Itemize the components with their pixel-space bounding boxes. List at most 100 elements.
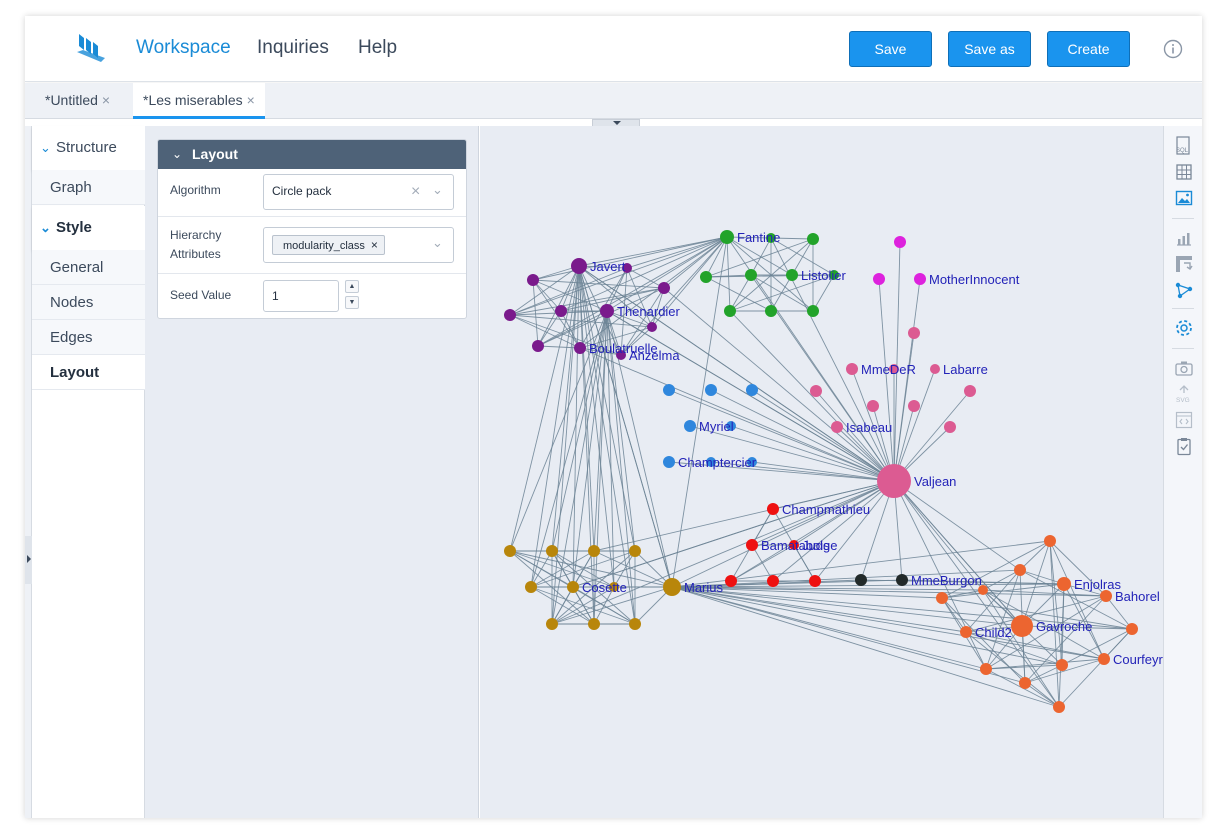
- close-icon[interactable]: ×: [246, 92, 255, 108]
- sidenav-item-graph[interactable]: Graph: [32, 170, 145, 205]
- code-icon[interactable]: [1174, 410, 1194, 430]
- graph-node[interactable]: [706, 457, 716, 467]
- close-icon[interactable]: ×: [101, 92, 111, 108]
- clear-icon[interactable]: ×: [411, 183, 421, 200]
- graph-node[interactable]: [978, 585, 988, 595]
- graph-node[interactable]: [747, 457, 757, 467]
- create-button[interactable]: Create: [1047, 31, 1130, 67]
- graph-node[interactable]: [908, 327, 920, 339]
- seed-input[interactable]: 1: [263, 280, 339, 312]
- graph-icon[interactable]: [1174, 280, 1194, 300]
- sidenav-item-edges[interactable]: Edges: [32, 320, 145, 355]
- graph-node[interactable]: [1053, 701, 1065, 713]
- layout-card-header[interactable]: ⌄ Layout: [158, 140, 466, 169]
- graph-node[interactable]: [616, 350, 626, 360]
- graph-node[interactable]: [894, 236, 906, 248]
- graph-node[interactable]: [663, 578, 681, 596]
- graph-node[interactable]: [609, 582, 619, 592]
- graph-node[interactable]: [629, 618, 641, 630]
- graph-node[interactable]: [724, 305, 736, 317]
- app-logo-icon[interactable]: [75, 32, 107, 64]
- graph-node[interactable]: [546, 545, 558, 557]
- sidenav-item-nodes[interactable]: Nodes: [32, 285, 145, 320]
- graph-node[interactable]: [789, 540, 799, 550]
- nav-workspace[interactable]: Workspace: [136, 37, 231, 58]
- graph-node[interactable]: [745, 269, 757, 281]
- remove-chip-icon[interactable]: ×: [370, 238, 378, 252]
- pivot-icon[interactable]: [1174, 254, 1194, 274]
- graph-node[interactable]: [936, 592, 948, 604]
- graph-node[interactable]: [1126, 623, 1138, 635]
- sidenav-item-layout[interactable]: Layout: [32, 355, 145, 390]
- gear-icon[interactable]: [1174, 318, 1194, 338]
- nav-help[interactable]: Help: [358, 37, 398, 58]
- graph-node[interactable]: [1100, 590, 1112, 602]
- graph-node[interactable]: [546, 618, 558, 630]
- svg-export-icon[interactable]: SVG: [1174, 384, 1194, 404]
- graph-node[interactable]: [980, 663, 992, 675]
- graph-node[interactable]: [663, 456, 675, 468]
- graph-node[interactable]: [647, 322, 657, 332]
- graph-node[interactable]: [908, 400, 920, 412]
- graph-node[interactable]: [896, 574, 908, 586]
- graph-node[interactable]: [877, 464, 911, 498]
- graph-node[interactable]: [746, 384, 758, 396]
- graph-node[interactable]: [767, 503, 779, 515]
- graph-node[interactable]: [527, 274, 539, 286]
- section-style[interactable]: ⌄ Style: [32, 206, 145, 250]
- graph-node[interactable]: [567, 581, 579, 593]
- graph-node[interactable]: [889, 364, 899, 374]
- increment-icon[interactable]: ▲: [345, 280, 359, 293]
- graph-node[interactable]: [588, 618, 600, 630]
- tab-les-miserables[interactable]: *Les miserables×: [133, 83, 265, 119]
- clipboard-check-icon[interactable]: [1174, 436, 1194, 456]
- graph-node[interactable]: [766, 233, 776, 243]
- graph-node[interactable]: [555, 305, 567, 317]
- table-icon[interactable]: [1174, 162, 1194, 182]
- graph-node[interactable]: [746, 539, 758, 551]
- graph-node[interactable]: [525, 581, 537, 593]
- graph-node[interactable]: [960, 626, 972, 638]
- graph-node[interactable]: [786, 269, 798, 281]
- graph-node[interactable]: [1044, 535, 1056, 547]
- graph-node[interactable]: [622, 263, 632, 273]
- save-button[interactable]: Save: [849, 31, 932, 67]
- info-icon[interactable]: [1163, 39, 1183, 59]
- chevron-down-icon[interactable]: ⌄: [432, 235, 443, 250]
- graph-node[interactable]: [574, 342, 586, 354]
- network-graph[interactable]: JavertThenardierBoulatruelleAnzelmaFanti…: [480, 126, 1163, 818]
- graph-node[interactable]: [1019, 677, 1031, 689]
- chevron-down-icon[interactable]: ⌄: [432, 182, 443, 197]
- tab-untitled[interactable]: *Untitled×: [35, 83, 120, 119]
- graph-node[interactable]: [588, 545, 600, 557]
- graph-node[interactable]: [810, 385, 822, 397]
- sidenav-item-general[interactable]: General: [32, 250, 145, 285]
- sql-icon[interactable]: SQL: [1174, 136, 1194, 156]
- graph-node[interactable]: [504, 545, 516, 557]
- graph-node[interactable]: [684, 420, 696, 432]
- graph-node[interactable]: [1056, 659, 1068, 671]
- nav-inquiries[interactable]: Inquiries: [257, 37, 329, 58]
- graph-node[interactable]: [532, 340, 544, 352]
- graph-node[interactable]: [658, 282, 670, 294]
- graph-node[interactable]: [831, 421, 843, 433]
- graph-node[interactable]: [1011, 615, 1033, 637]
- decrement-icon[interactable]: ▼: [345, 296, 359, 309]
- graph-node[interactable]: [914, 273, 926, 285]
- graph-node[interactable]: [807, 305, 819, 317]
- graph-node[interactable]: [705, 384, 717, 396]
- graph-node[interactable]: [873, 273, 885, 285]
- chart-icon[interactable]: [1174, 228, 1194, 248]
- graph-node[interactable]: [1057, 577, 1071, 591]
- graph-node[interactable]: [930, 364, 940, 374]
- graph-node[interactable]: [504, 309, 516, 321]
- graph-node[interactable]: [720, 230, 734, 244]
- graph-node[interactable]: [700, 271, 712, 283]
- graph-node[interactable]: [846, 363, 858, 375]
- graph-node[interactable]: [867, 400, 879, 412]
- graph-node[interactable]: [765, 305, 777, 317]
- hierarchy-attributes-select[interactable]: modularity_class× ⌄: [263, 227, 454, 263]
- graph-node[interactable]: [1098, 653, 1110, 665]
- graph-node[interactable]: [629, 545, 641, 557]
